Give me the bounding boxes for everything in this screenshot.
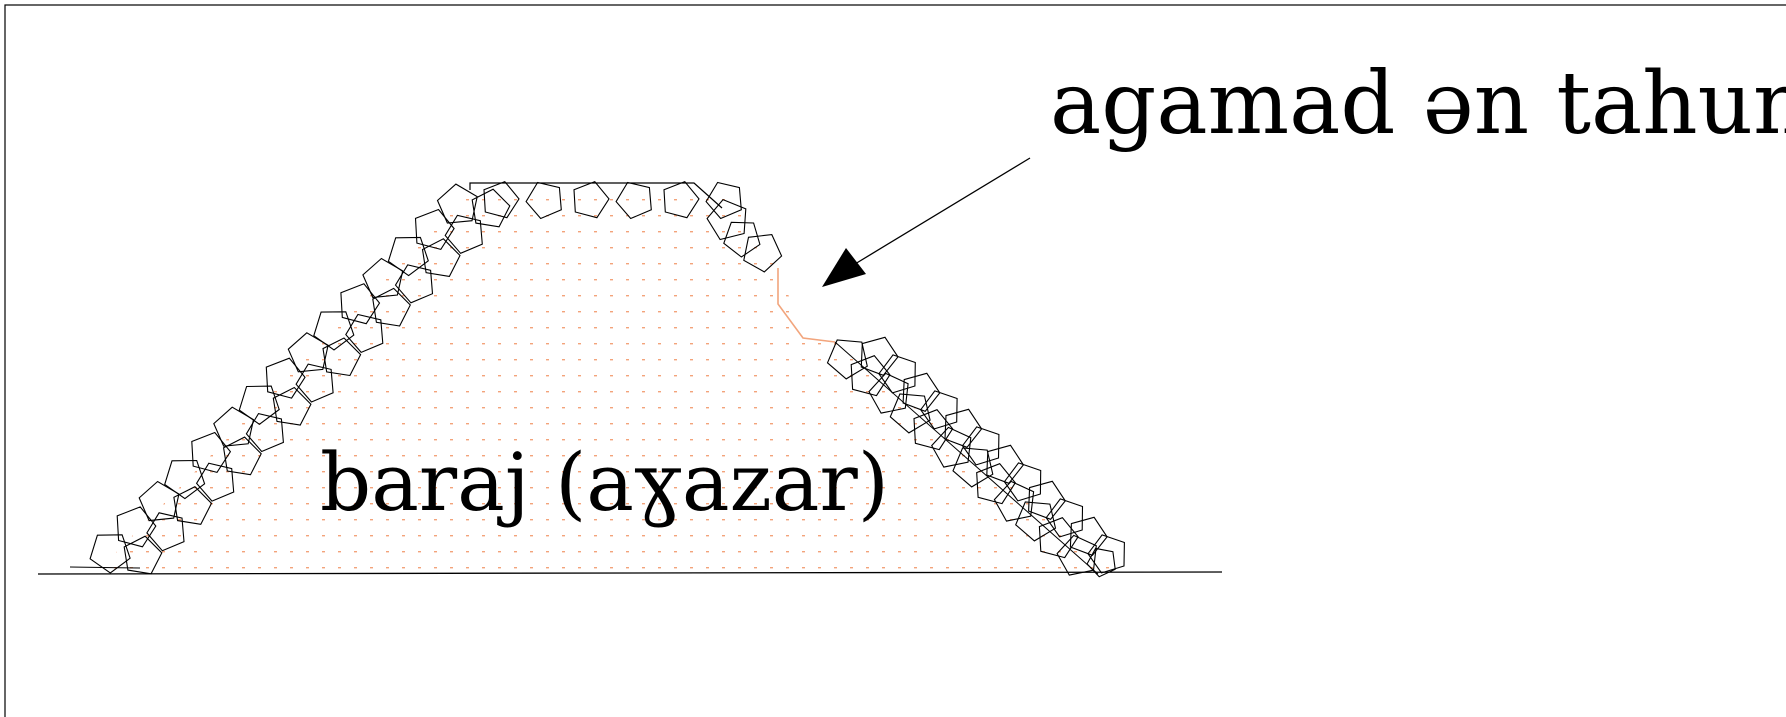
riprap-stone xyxy=(287,332,329,373)
riprap-stone xyxy=(340,283,381,325)
riprap-stone xyxy=(414,208,455,251)
riprap-stone xyxy=(164,459,206,500)
riprap-stone xyxy=(961,426,1000,466)
riprap-stone xyxy=(322,337,362,377)
riprap-stone xyxy=(860,336,899,376)
ground-line xyxy=(37,571,1223,575)
riprap-stone xyxy=(444,214,483,254)
riprap-stone xyxy=(1028,480,1066,520)
riprap-stones xyxy=(89,180,1125,578)
riprap-stone xyxy=(931,426,972,468)
riprap-stone xyxy=(1045,498,1084,538)
riprap-stone xyxy=(313,311,355,351)
riprap-stone xyxy=(372,287,411,327)
riprap-stone xyxy=(986,444,1025,484)
riprap-stone xyxy=(195,462,235,502)
riprap-stone xyxy=(421,238,461,278)
dam-label: baraj (aɣazar) xyxy=(320,436,889,529)
riprap-stone xyxy=(1069,516,1108,556)
riprap-stone xyxy=(272,386,312,426)
riprap-stone xyxy=(295,363,334,403)
frame-border xyxy=(4,4,1786,717)
riprap-stone xyxy=(920,390,958,430)
riprap-stone xyxy=(1003,462,1042,502)
riprap-stone xyxy=(615,181,652,220)
riprap-stone xyxy=(706,198,747,241)
riprap-stone xyxy=(705,181,742,220)
riprap-stone xyxy=(1087,534,1125,574)
riprap-stone xyxy=(362,257,404,299)
riprap-stone xyxy=(525,181,562,220)
riprap-stone xyxy=(1015,501,1057,542)
riprap-stone xyxy=(146,512,185,552)
riprap-stone xyxy=(573,180,610,219)
arrow-shaft xyxy=(854,157,1031,265)
riprap-stone xyxy=(213,406,255,447)
riprap-stone xyxy=(723,221,761,258)
riprap-stone xyxy=(345,313,384,354)
riprap-stone xyxy=(471,188,511,228)
dam-crest-outline xyxy=(469,182,723,209)
riprap-stone xyxy=(123,535,163,575)
riprap-stone xyxy=(913,409,954,451)
riprap-stone xyxy=(265,357,306,399)
riprap-stone xyxy=(663,180,700,219)
riprap-stone xyxy=(878,354,916,394)
riprap-stone xyxy=(868,372,909,414)
breach-line xyxy=(777,268,836,343)
riprap-stone xyxy=(483,180,520,219)
riprap-stone xyxy=(976,463,1016,505)
riprap-stone xyxy=(436,183,478,224)
riprap-stone xyxy=(138,480,180,522)
riprap-stone xyxy=(173,486,213,525)
riprap-stone xyxy=(387,236,429,277)
riprap-stone xyxy=(743,234,783,273)
riprap-stone xyxy=(1038,517,1079,559)
riprap-stone xyxy=(1056,534,1097,576)
riprap-stone xyxy=(850,355,891,397)
riprap-stone xyxy=(902,372,941,412)
riprap-stone xyxy=(116,506,157,548)
ground-tick xyxy=(69,566,141,569)
riprap-stone xyxy=(944,408,983,448)
riprap-stone xyxy=(1086,547,1116,578)
riprap-stone xyxy=(238,385,280,425)
arrow-head xyxy=(822,248,866,287)
riprap-stone xyxy=(993,480,1035,522)
riprap-stone xyxy=(889,393,931,434)
riprap-stone xyxy=(191,431,232,474)
breach-label: agamad ən tahun xyxy=(1050,54,1786,154)
riprap-stone xyxy=(222,436,262,476)
riprap-stone xyxy=(89,534,131,574)
